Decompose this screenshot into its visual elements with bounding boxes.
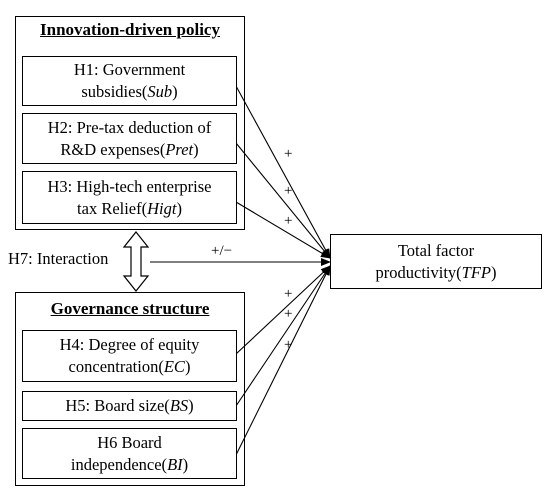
- arrow-h1-tfp: [235, 85, 331, 259]
- tfp-line1: Total factor: [397, 240, 475, 260]
- plus-sign-h5: +: [284, 306, 293, 322]
- hypothesis-box-h2: H2: Pre-tax deduction of R&D expenses(Pr…: [22, 113, 237, 164]
- governance-group: [15, 292, 245, 486]
- arrow-h5-tfp: [235, 265, 331, 407]
- arrow-h6-tfp: [235, 265, 331, 456]
- h2-line1: H2: Pre-tax deduction of: [47, 117, 212, 137]
- policy-group: [15, 16, 245, 230]
- plus-sign-h4: +: [284, 286, 293, 302]
- plus-sign-h3: +: [284, 213, 293, 229]
- h3-abbr: Higt: [147, 198, 177, 218]
- h2-abbr: Pret: [165, 139, 194, 159]
- outcome-box-tfp: Total factor productivity(TFP): [330, 234, 542, 289]
- h2-line2: R&D expenses(: [60, 139, 166, 159]
- h3-line1: H3: High-tech enterprise: [47, 176, 212, 196]
- arrow-h3-tfp: [235, 201, 331, 259]
- h4-line1: H4: Degree of equity: [59, 335, 200, 354]
- hypothesis-box-h3: H3: High-tech enterprise tax Relief(Higt…: [22, 171, 237, 224]
- tfp-abbr: TFP: [461, 262, 491, 282]
- governance-group-title: Governance structure: [50, 299, 210, 318]
- hypothesis-box-h1: H1: Government subsidies(Sub): [22, 56, 237, 106]
- plus-sign-h1: +: [284, 146, 293, 162]
- h4-line2: concentration(: [68, 357, 164, 376]
- arrow-h2-tfp: [235, 142, 331, 259]
- h3-line2: tax Relief(: [77, 198, 148, 218]
- double-arrow-icon: [122, 231, 150, 292]
- h6-line2: independence(: [70, 454, 168, 474]
- h5-abbr: BS: [169, 396, 189, 415]
- plus-sign-h2: +: [284, 183, 293, 199]
- hypothesis-box-h6: H6 Board independence(BI): [22, 428, 237, 479]
- arrow-h4-tfp: [235, 265, 331, 355]
- h6-line1: H6 Board: [97, 432, 162, 452]
- tfp-line2: productivity(: [375, 262, 462, 282]
- h5-line: H5: Board size(: [65, 396, 170, 415]
- h1-line2: subsidies(: [81, 82, 148, 101]
- interaction-sign: +/−: [211, 243, 233, 259]
- interaction-label: H7: Interaction: [8, 249, 109, 268]
- hypothesis-box-h4: H4: Degree of equity concentration(EC): [22, 330, 237, 382]
- hypothesis-box-h5: H5: Board size(BS): [22, 391, 237, 421]
- h1-abbr: Sub: [147, 82, 173, 101]
- plus-sign-h6: +: [284, 337, 293, 353]
- h6-abbr: BI: [167, 454, 183, 474]
- h4-abbr: EC: [163, 357, 185, 376]
- h1-line1: H1: Government: [73, 60, 186, 79]
- policy-group-title: Innovation-driven policy: [40, 20, 220, 39]
